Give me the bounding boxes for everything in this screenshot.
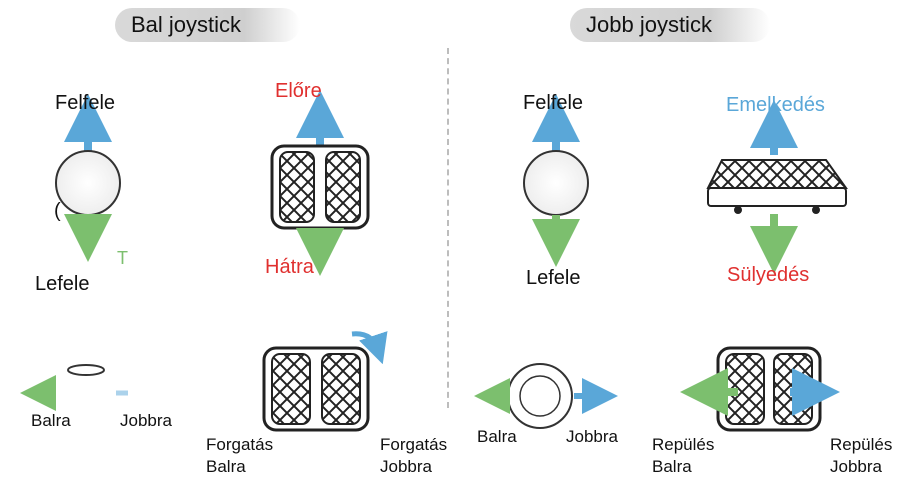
joystick-icon [67, 364, 105, 376]
right-right-label: Jobbra [566, 427, 618, 446]
fly-right-label: Repülés Jobbra [830, 435, 893, 476]
right-left-label: Balra [477, 427, 517, 446]
right-joystick-header: Jobb joystick [570, 8, 770, 42]
drone-fly-sideways [680, 346, 840, 432]
right-stick-left-right [474, 363, 618, 429]
section-divider [447, 48, 449, 408]
right-joystick-title: Jobb joystick [586, 12, 712, 37]
drone-icon [706, 159, 848, 189]
rotate-left-label: Forgatás Balra [206, 435, 274, 476]
drone-ascend-descend [706, 100, 848, 274]
stray-mark-t: T [117, 248, 128, 268]
rotate-right-label: Forgatás Jobbra [380, 435, 448, 476]
right-down-label: Lefele [526, 267, 581, 289]
forward-label: Előre [275, 80, 322, 102]
rotate-right-arrow-icon [351, 331, 388, 365]
left-stick-left-right [20, 364, 128, 411]
left-up-label: Felfele [55, 92, 116, 114]
left-joystick-header: Bal joystick [115, 8, 300, 42]
left-stick-up-down [55, 94, 121, 262]
left-joystick-title: Bal joystick [131, 12, 242, 37]
joystick-icon [523, 150, 589, 216]
right-stick-up-down [523, 94, 589, 267]
descend-label: Sülyedés [727, 264, 810, 286]
backward-label: Hátra [265, 256, 314, 278]
right-up-label: Felfele [523, 92, 584, 114]
ascend-label: Emelkedés [726, 94, 825, 116]
drone-rotate [262, 331, 388, 432]
drone-forward-back [270, 90, 370, 276]
left-down-label: Lefele [35, 273, 90, 295]
left-left-label: Balra [31, 411, 71, 430]
left-right-label: Jobbra [120, 411, 172, 430]
joystick-icon [55, 150, 121, 216]
stray-mark-paren: ( [54, 200, 61, 222]
fly-left-label: Repülés Balra [652, 435, 715, 476]
joystick-icon [507, 363, 573, 429]
